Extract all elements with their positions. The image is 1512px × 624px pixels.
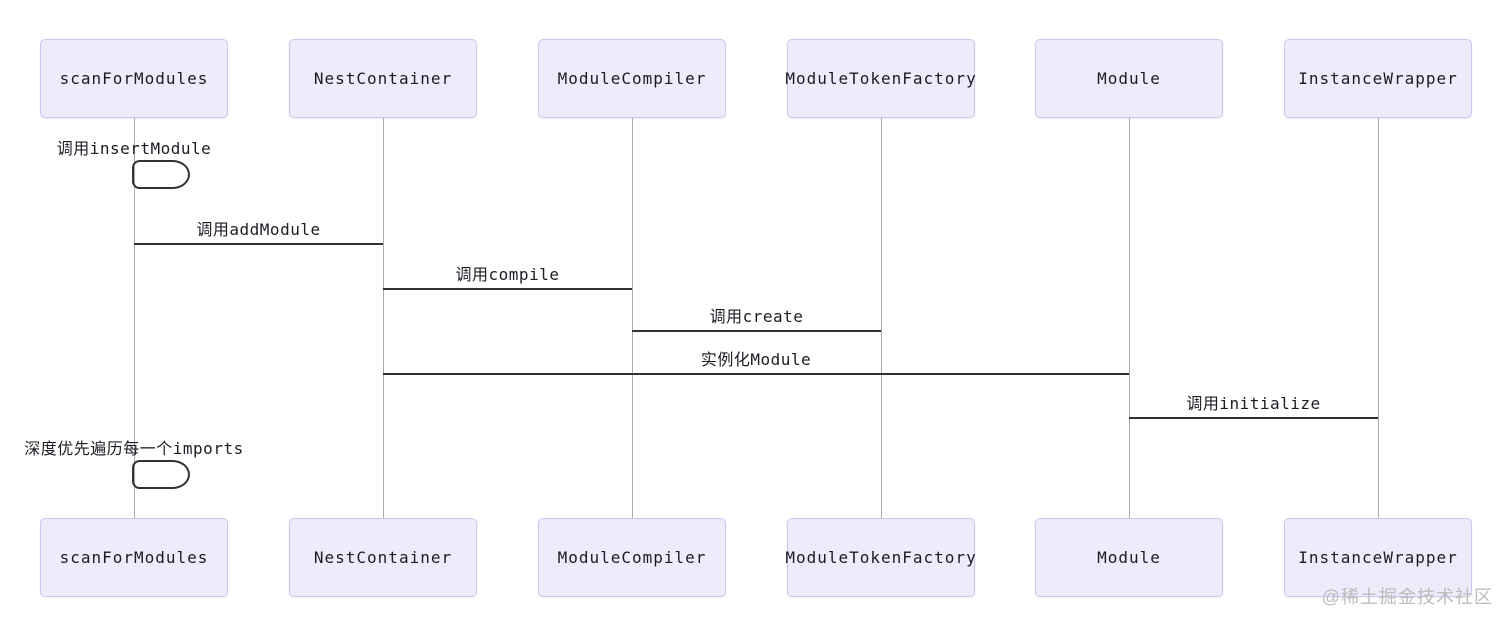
- actor-label-InstanceWrapper: InstanceWrapper: [1298, 69, 1458, 88]
- actor-label-scanForModules: scanForModules: [59, 548, 209, 567]
- actor-label-Module: Module: [1097, 69, 1161, 88]
- lifeline-Module: [1129, 118, 1130, 518]
- actor-box-top-scanForModules: scanForModules: [40, 39, 228, 118]
- actor-box-bottom-NestContainer: NestContainer: [289, 518, 477, 597]
- actor-label-ModuleCompiler: ModuleCompiler: [557, 548, 707, 567]
- actor-label-ModuleTokenFactory: ModuleTokenFactory: [785, 69, 977, 88]
- actor-box-top-ModuleCompiler: ModuleCompiler: [538, 39, 726, 118]
- message-label-2: 调用compile: [455, 265, 560, 284]
- actor-label-scanForModules: scanForModules: [59, 69, 209, 88]
- actor-box-top-NestContainer: NestContainer: [289, 39, 477, 118]
- message-label-5: 调用initialize: [1186, 394, 1321, 413]
- actor-label-ModuleTokenFactory: ModuleTokenFactory: [785, 548, 977, 567]
- actor-label-NestContainer: NestContainer: [313, 69, 453, 88]
- message-line-1: [134, 243, 383, 245]
- actor-box-top-ModuleTokenFactory: ModuleTokenFactory: [785, 39, 977, 118]
- actor-label-InstanceWrapper: InstanceWrapper: [1298, 548, 1458, 567]
- actor-box-bottom-Module: Module: [1035, 518, 1223, 597]
- message-line-4: [383, 373, 1129, 375]
- self-loop-6: [132, 460, 190, 489]
- actor-box-bottom-InstanceWrapper: InstanceWrapper: [1284, 518, 1472, 597]
- message-line-5: [1129, 417, 1378, 419]
- message-line-2: [383, 288, 632, 290]
- message-label-3: 调用create: [709, 307, 804, 326]
- message-label-6: 深度优先遍历每一个imports: [24, 439, 244, 458]
- actor-label-Module: Module: [1097, 548, 1161, 567]
- lifeline-ModuleTokenFactory: [881, 118, 882, 518]
- lifeline-NestContainer: [383, 118, 384, 518]
- actor-label-NestContainer: NestContainer: [313, 548, 453, 567]
- watermark: @稀土掘金技术社区: [1321, 587, 1493, 607]
- lifeline-ModuleCompiler: [632, 118, 633, 518]
- actor-label-ModuleCompiler: ModuleCompiler: [557, 69, 707, 88]
- message-line-3: [632, 330, 881, 332]
- actor-box-top-InstanceWrapper: InstanceWrapper: [1284, 39, 1472, 118]
- actor-box-bottom-ModuleCompiler: ModuleCompiler: [538, 518, 726, 597]
- message-label-4: 实例化Module: [700, 350, 812, 369]
- lifeline-scanForModules: [134, 118, 135, 518]
- actor-box-bottom-ModuleTokenFactory: ModuleTokenFactory: [785, 518, 977, 597]
- lifeline-InstanceWrapper: [1378, 118, 1379, 518]
- actor-box-bottom-scanForModules: scanForModules: [40, 518, 228, 597]
- message-label-1: 调用addModule: [196, 220, 321, 239]
- message-label-0: 调用insertModule: [56, 139, 212, 158]
- actor-box-top-Module: Module: [1035, 39, 1223, 118]
- self-loop-0: [132, 160, 190, 189]
